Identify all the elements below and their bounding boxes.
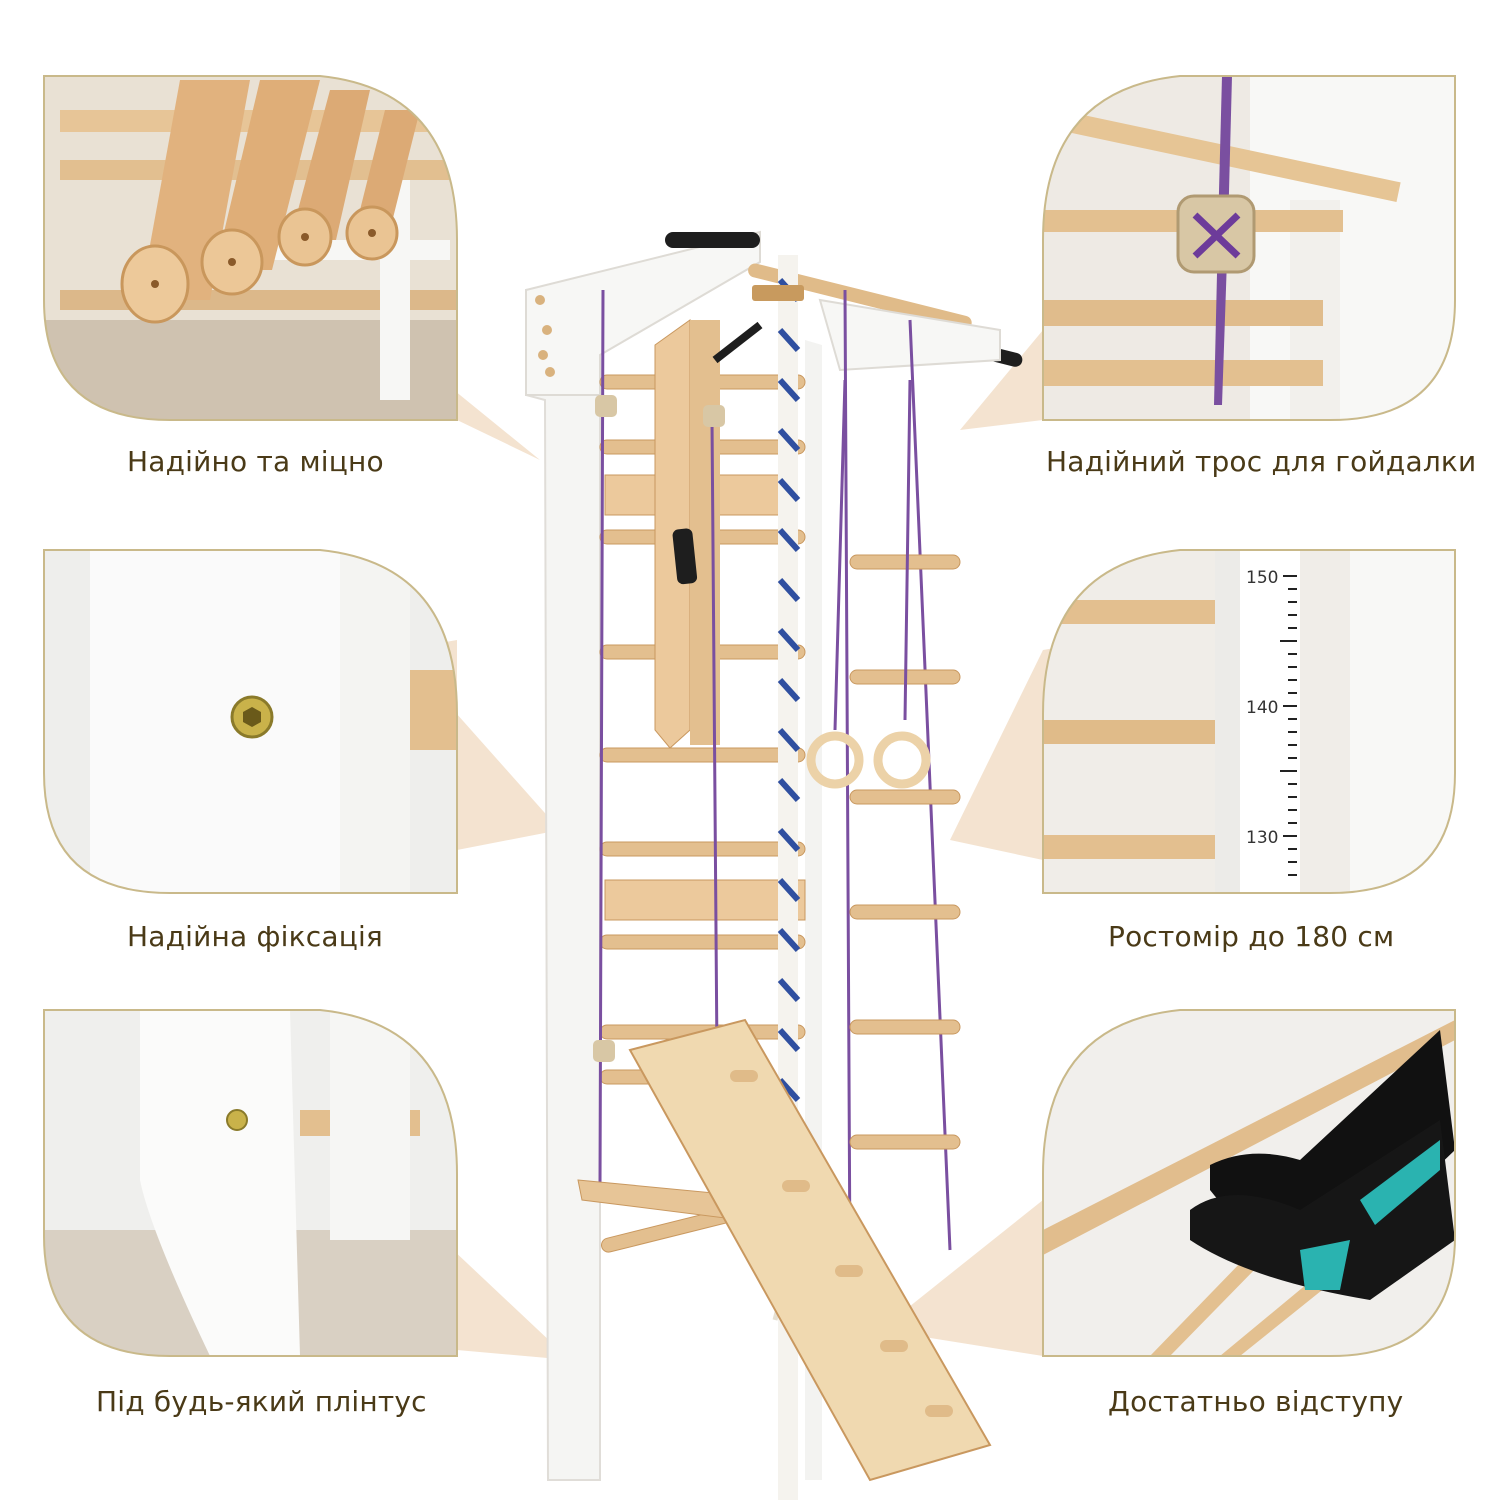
rope-lock — [1176, 194, 1256, 274]
rung-ends — [120, 80, 420, 324]
caption-baseboard: Під будь-який плінтус — [96, 1385, 427, 1418]
panel-ruler-closeup: 150 140 130 — [1042, 549, 1456, 894]
caption-height-ruler: Ростомір до 180 см — [1108, 920, 1395, 953]
panel-rungs-closeup — [43, 75, 458, 421]
ruler-ticks — [1280, 575, 1297, 876]
caption-swing-rope: Надійний трос для гойдалки — [1046, 445, 1477, 478]
ruler-label-150: 150 — [1246, 568, 1278, 588]
ladder-rungs — [599, 374, 806, 1253]
caption-offset: Достатньо відступу — [1108, 1385, 1404, 1418]
ruler-label-140: 140 — [1246, 698, 1278, 718]
panel-bolt-closeup — [43, 549, 458, 894]
pull-up-bar — [665, 232, 760, 248]
panel-baseboard-closeup — [43, 1009, 458, 1357]
panel-feet-closeup — [1042, 1009, 1456, 1357]
caption-fixation: Надійна фіксація — [127, 920, 383, 953]
caption-strong-reliable: Надійно та міцно — [127, 445, 384, 478]
ruler-label-130: 130 — [1246, 828, 1278, 848]
wall-bars-product — [525, 230, 1023, 1500]
gymnastic-rings — [806, 379, 931, 789]
bolt-icon — [226, 1109, 248, 1131]
panel-rope-closeup — [1042, 75, 1456, 421]
slide-board — [628, 1018, 992, 1482]
